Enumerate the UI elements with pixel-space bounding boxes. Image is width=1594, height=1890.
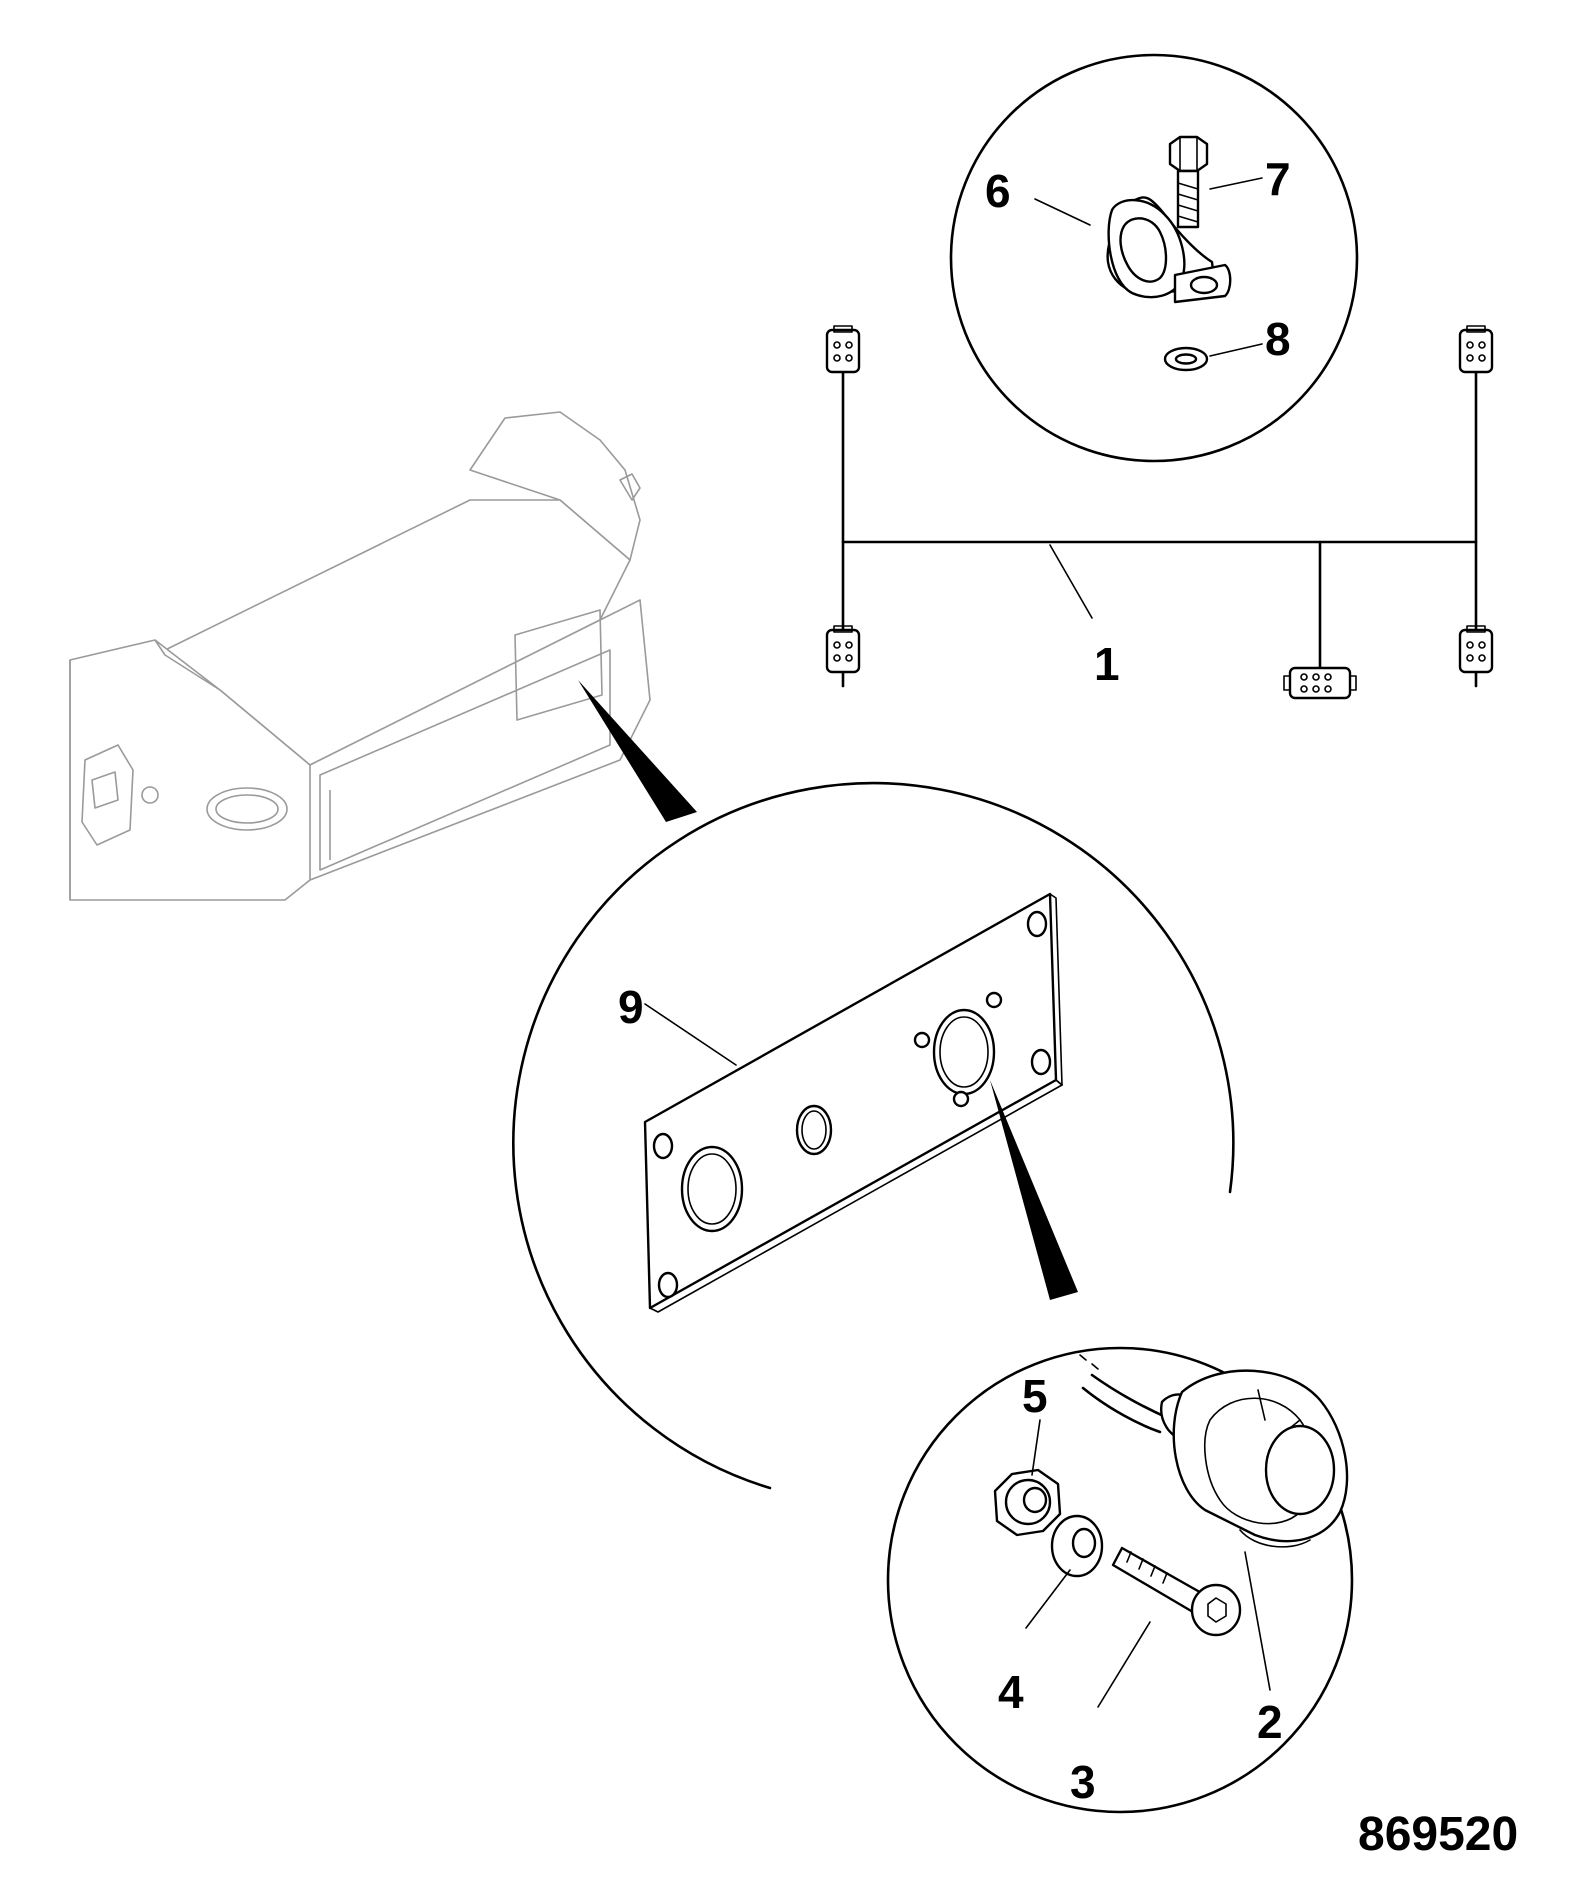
bolt-3 — [1111, 1546, 1242, 1637]
bolt-7 — [1168, 135, 1209, 229]
callout-1: 1 — [1094, 638, 1120, 690]
bumper-assembly — [69, 411, 651, 901]
leader-wedge-bumper — [578, 680, 697, 822]
p-clip-6 — [1106, 196, 1232, 304]
connector-top-left — [825, 325, 861, 374]
callout-9: 9 — [618, 981, 644, 1033]
callout-6: 6 — [985, 165, 1011, 217]
connector-multi-pin — [1283, 666, 1357, 700]
clip-detail-circle — [949, 53, 1359, 463]
washer-8 — [1163, 346, 1209, 372]
nut-5 — [993, 1468, 1062, 1537]
washer-4 — [1050, 1514, 1104, 1578]
connector-bottom-left — [825, 625, 861, 674]
callout-7: 7 — [1265, 153, 1291, 205]
wiring-harness-1 — [825, 325, 1494, 700]
connector-bottom-right — [1458, 625, 1494, 674]
callout-4: 4 — [998, 1666, 1024, 1718]
callout-5: 5 — [1022, 1370, 1048, 1422]
mounting-plate-9 — [643, 892, 1063, 1313]
callout-3: 3 — [1070, 1756, 1096, 1808]
connector-top-right — [1458, 325, 1494, 374]
callout-2: 2 — [1257, 1696, 1283, 1748]
callout-8: 8 — [1265, 313, 1291, 365]
leader-wedge-plate — [990, 1080, 1078, 1300]
drawing-number: 869520 — [1358, 1808, 1518, 1861]
socket-detail-circle — [886, 1346, 1354, 1814]
plate-detail-circle — [512, 781, 1235, 1490]
socket-2 — [1160, 1369, 1349, 1548]
